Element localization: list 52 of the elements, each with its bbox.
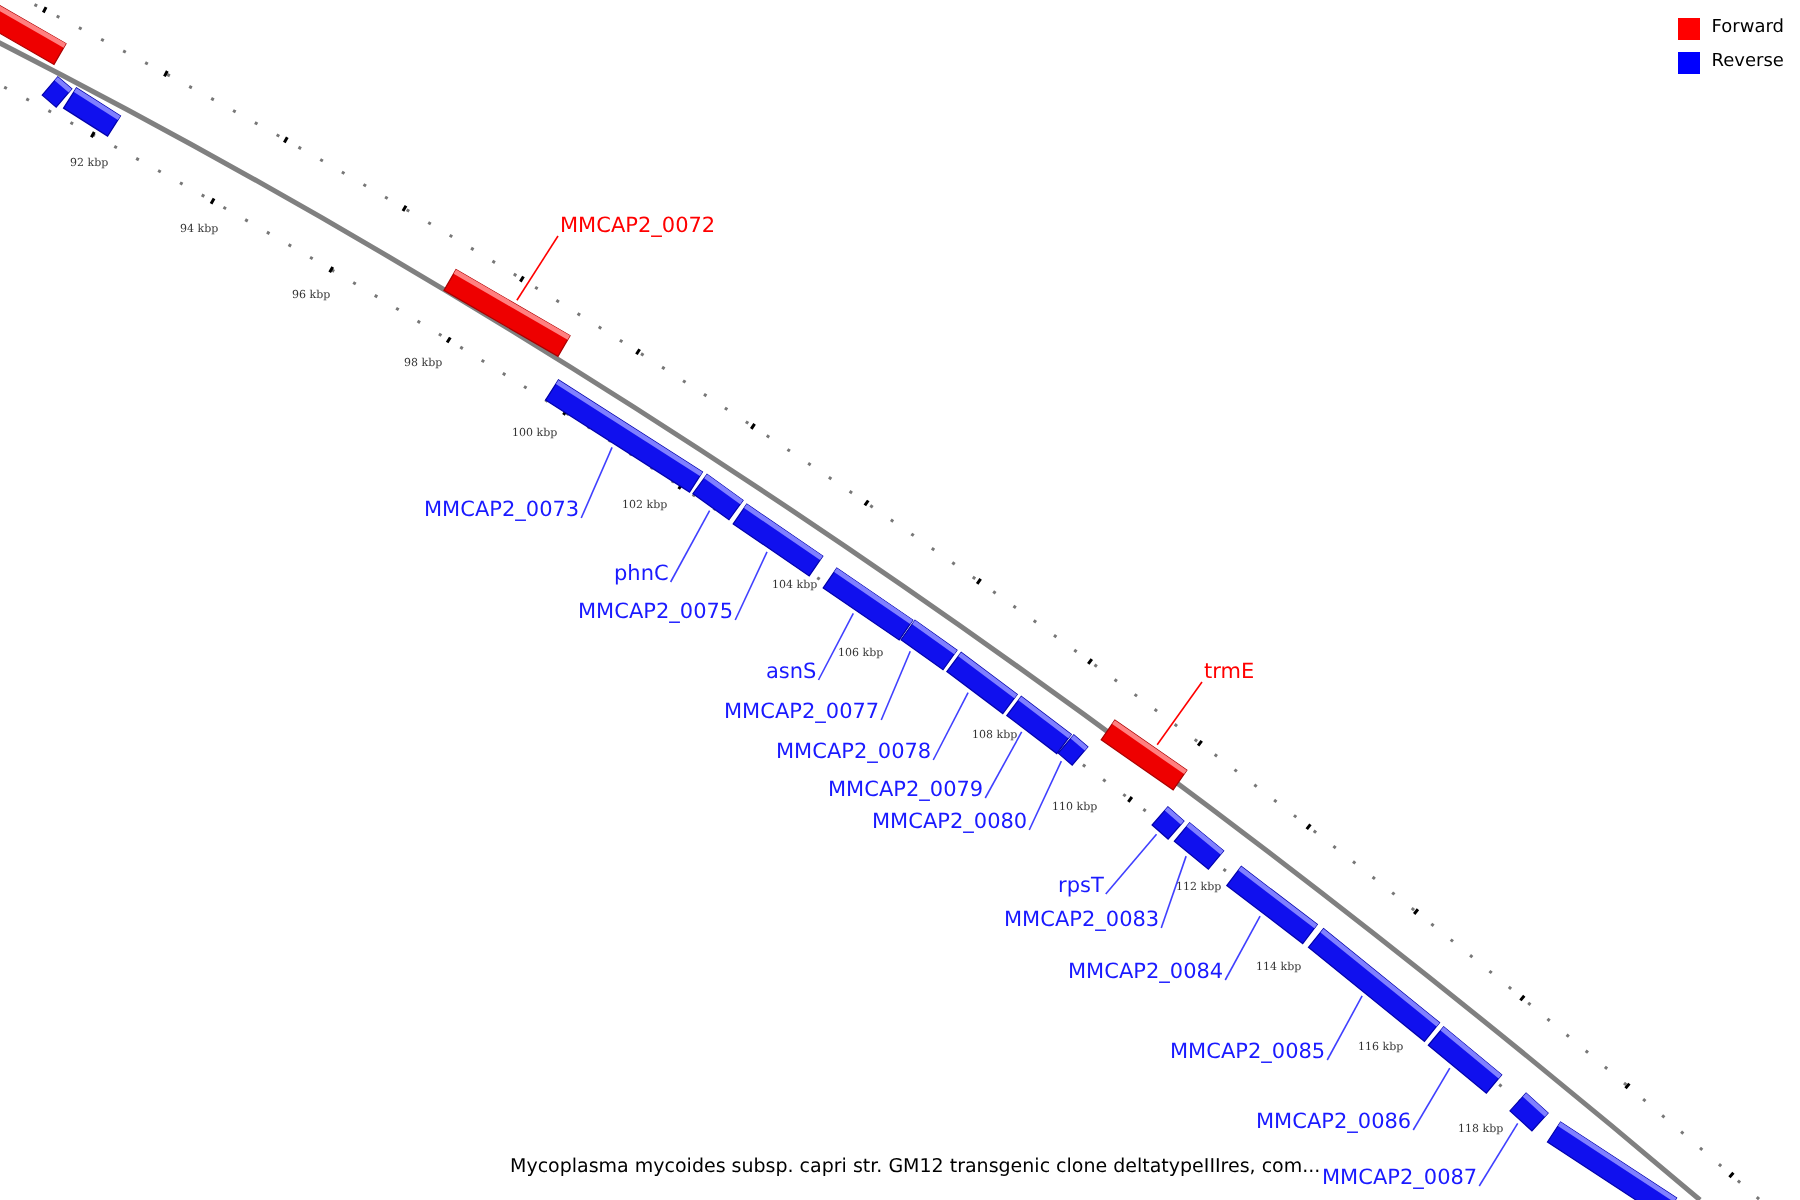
gene-label: MMCAP2_0086 (1256, 1108, 1412, 1136)
gene-label: phnC (614, 560, 669, 588)
leader-line (1224, 915, 1261, 981)
gene-label: MMCAP2_0078 (776, 738, 932, 766)
caption: Mycoplasma mycoides subsp. capri str. GM12 transgenic clone deltatypeIIIres, com... (510, 1154, 1321, 1182)
reverse-gene-bar (1509, 1092, 1549, 1132)
leader-line (880, 650, 912, 721)
reverse-gene-bar (1225, 865, 1319, 945)
leader-line (1028, 760, 1063, 831)
reverse-gene-bar (1427, 1025, 1503, 1095)
reverse-gene-bar (1307, 927, 1441, 1043)
leader-line (734, 551, 768, 621)
reverse-gene-bar (900, 619, 958, 671)
gene-label: MMCAP2_0075 (578, 598, 734, 626)
leader-line (580, 446, 613, 519)
leader-line (1156, 681, 1203, 746)
leader-line (1160, 855, 1187, 929)
reverse-gene-bar (945, 651, 1019, 715)
legend-label: Reverse (1711, 49, 1784, 75)
reverse-gene-bar (732, 503, 824, 577)
legend-label: Forward (1711, 16, 1784, 42)
leader-line (516, 235, 559, 302)
leader-line (984, 731, 1023, 799)
forward-gene-bar (0, 0, 67, 66)
gene-label: MMCAP2_0084 (1068, 958, 1224, 986)
gene-label: MMCAP2_0080 (872, 808, 1028, 836)
reverse-gene-bar (1173, 821, 1225, 871)
leader-line (932, 691, 969, 761)
leader-line (1478, 1122, 1519, 1187)
forward-gene-bar (443, 268, 571, 358)
gene-label: MMCAP2_0072 (560, 212, 716, 240)
forward-gene-bar (1100, 719, 1188, 791)
leader-line (1412, 1067, 1451, 1131)
reverse-gene-bar (822, 567, 914, 641)
gene-label: rpsT (1058, 872, 1104, 900)
reverse-gene-bar (62, 87, 122, 137)
gene-label: MMCAP2_0085 (1170, 1038, 1326, 1066)
gene-label: trmE (1204, 658, 1255, 686)
leader-line (1326, 995, 1363, 1061)
leader-line (669, 509, 711, 583)
reverse-gene-bar (692, 473, 744, 521)
gene-label: MMCAP2_0079 (828, 776, 984, 804)
gene-label: MMCAP2_0073 (424, 496, 580, 524)
reverse-gene-bar (1546, 1121, 1678, 1200)
leader-line (817, 612, 855, 681)
reverse-gene-bar (1057, 734, 1089, 766)
reverse-gene-bar (1151, 806, 1185, 840)
gene-label: MMCAP2_0083 (1004, 906, 1160, 934)
gene-label: asnS (766, 658, 817, 686)
gene-label: MMCAP2_0077 (724, 698, 880, 726)
leader-line (1104, 833, 1158, 895)
gene-label: MMCAP2_0087 (1322, 1164, 1478, 1192)
